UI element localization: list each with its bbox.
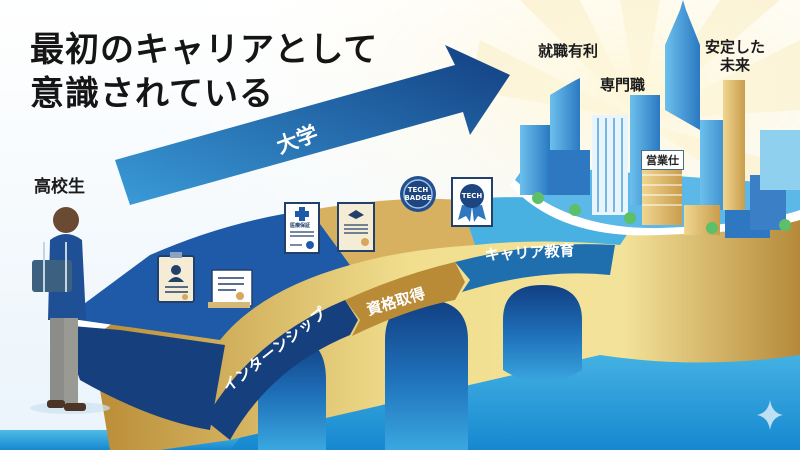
tech-ribbon-text: TECH xyxy=(461,192,483,200)
title-line-2: 意識されている xyxy=(30,74,274,114)
resume-clipboard-icon xyxy=(157,252,195,303)
graduation-certificate-icon xyxy=(337,202,375,252)
medical-license-icon xyxy=(284,202,320,254)
city xyxy=(510,0,800,238)
student-figure xyxy=(30,207,110,414)
tech-badge-text: TECH BADGE xyxy=(404,186,432,202)
student-label: 高校生 xyxy=(34,177,85,197)
title-line-1: 最初のキャリアとして xyxy=(30,30,379,70)
page-title: 最初のキャリアとして 意識されている xyxy=(30,28,378,116)
tech-ribbon-icon xyxy=(451,177,493,227)
certificate-scroll-icon xyxy=(208,269,253,308)
banner-internship xyxy=(205,300,358,440)
tech-badge-icon xyxy=(400,176,436,212)
banner-career-education xyxy=(455,244,615,292)
university-arrow xyxy=(115,45,510,205)
building-sign: 営業仕 xyxy=(641,150,684,170)
banner-license xyxy=(345,262,465,336)
city-label-stable-future: 安定した 未来 xyxy=(705,38,766,74)
medical-license-text: 医療保証 xyxy=(290,223,311,229)
city-label-profession: 専門職 xyxy=(600,76,646,94)
city-label-employment: 就職有利 xyxy=(538,42,599,60)
sparkle-icon xyxy=(757,400,783,430)
